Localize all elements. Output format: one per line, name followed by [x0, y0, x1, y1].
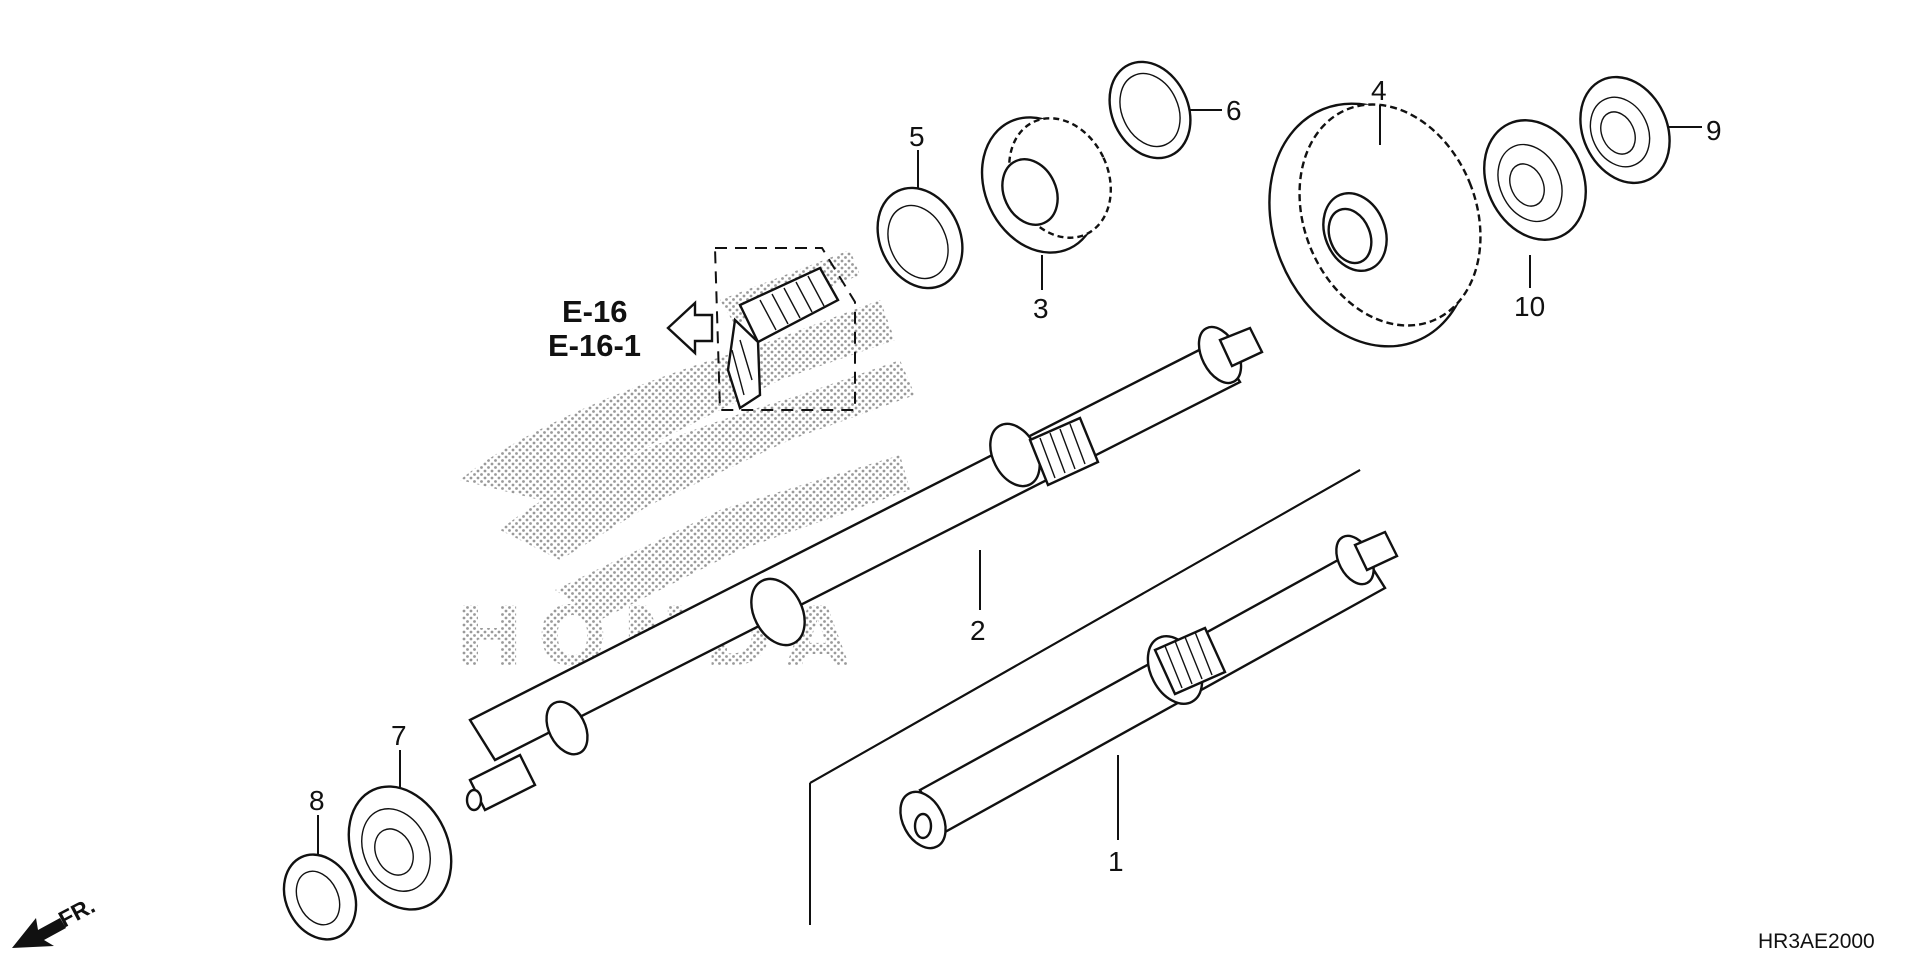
reference-page-label-2: E-16-1 [548, 328, 641, 363]
front-direction-arrow [12, 918, 66, 948]
subassembly-bracket [809, 469, 1361, 925]
part-1-countershaft [899, 530, 1399, 850]
leader-lines [317, 105, 1702, 855]
reference-arrow [666, 300, 714, 356]
callout-4: 4 [1371, 75, 1387, 106]
part-3-gear [980, 116, 1112, 254]
part-7-bearing [347, 785, 453, 911]
part-9-seal [1579, 75, 1671, 185]
callout-10: 10 [1514, 291, 1545, 322]
callout-7: 7 [391, 720, 407, 751]
reference-page-label-1: E-16 [562, 294, 627, 329]
callout-9: 9 [1706, 115, 1722, 146]
part-8-seal [282, 853, 358, 941]
reference-detail-box [713, 247, 856, 411]
callout-2: 2 [970, 615, 986, 646]
callout-1: 1 [1108, 846, 1124, 877]
part-2-mainshaft [465, 325, 1264, 812]
diagram-code: HR3AE2000 [1758, 930, 1875, 953]
part-5-washer [876, 186, 964, 290]
callout-8: 8 [309, 785, 325, 816]
part-4-gear [1268, 102, 1482, 348]
callout-3: 3 [1033, 293, 1049, 324]
part-6-washer [1108, 60, 1192, 160]
callout-5: 5 [909, 121, 925, 152]
callout-6: 6 [1226, 95, 1242, 126]
part-10-bearing [1483, 119, 1587, 241]
